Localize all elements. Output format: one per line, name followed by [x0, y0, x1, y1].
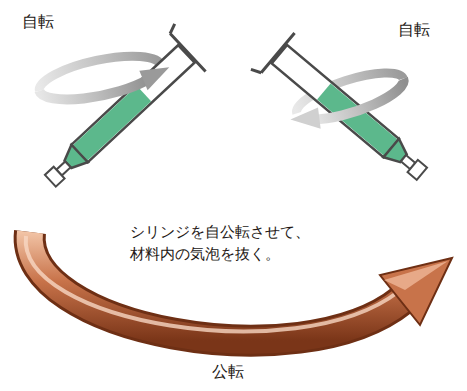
revolution-label: 公転: [212, 360, 244, 383]
rotation-label: 自転: [398, 18, 430, 41]
rotation-label: 自転: [22, 10, 54, 33]
note-text: シリンジを自公転させて、 材料内の気泡を抜く。: [130, 222, 345, 266]
